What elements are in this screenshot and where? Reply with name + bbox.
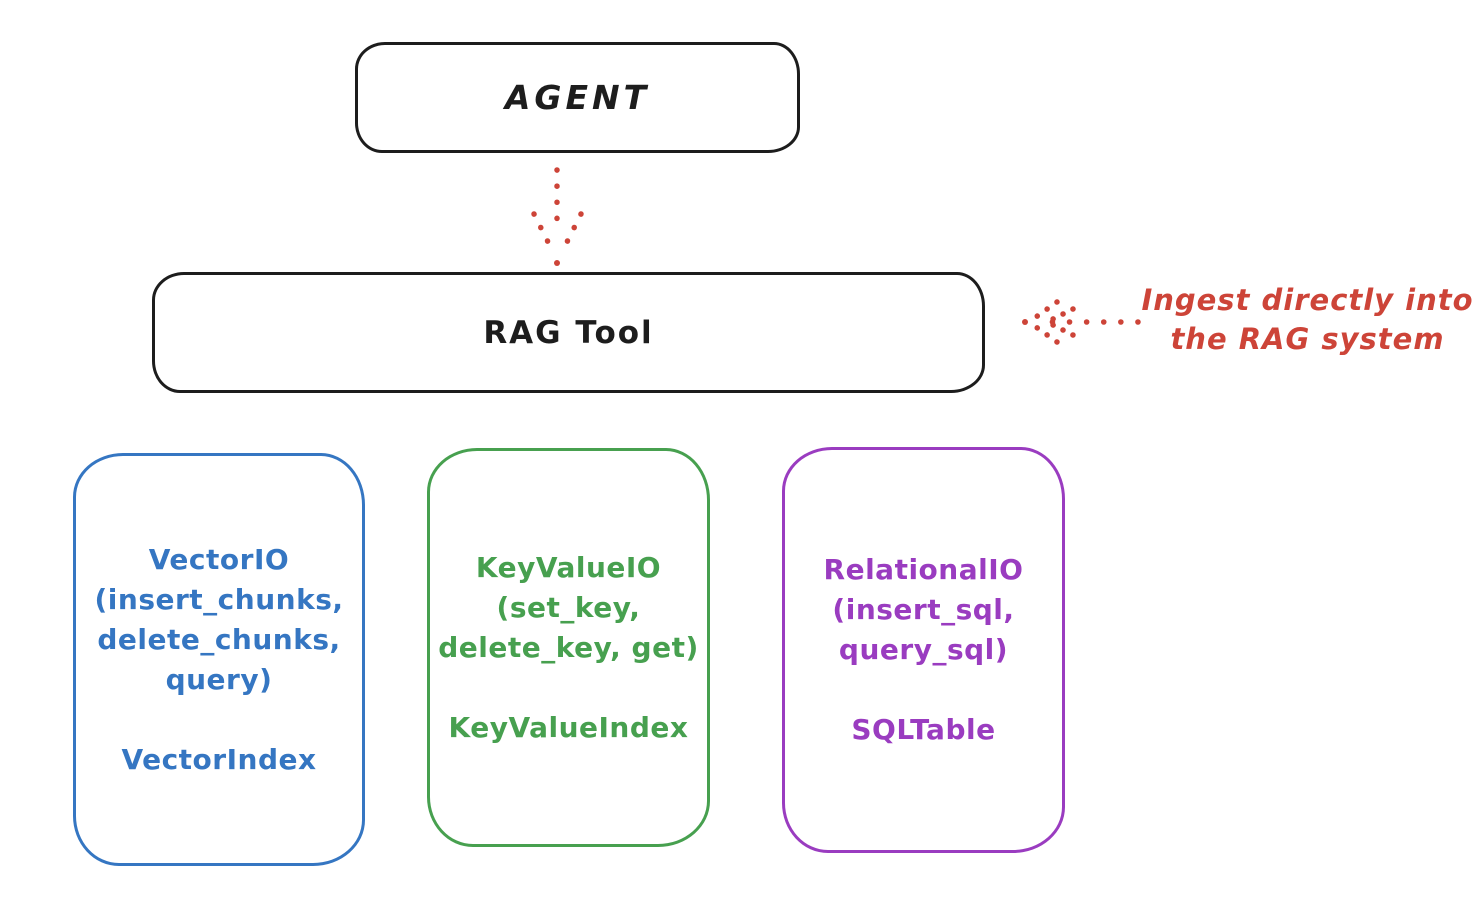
vector-io-text: VectorIO (insert_chunks, delete_chunks, … (95, 540, 344, 780)
ingest-annotation-line2: the RAG system (1170, 322, 1445, 356)
keyvalue-io-title-line: delete_key, get) (438, 630, 699, 664)
keyvalue-index-label: KeyValueIndex (448, 710, 689, 744)
relational-io-title-line: (insert_sql, (832, 593, 1015, 626)
vector-io-title-line: (insert_chunks, (94, 582, 344, 616)
keyvalue-io-box: KeyValueIO (set_key, delete_key, get) Ke… (427, 448, 710, 847)
relational-io-box: RelationalIO (insert_sql, query_sql) SQL… (782, 447, 1065, 853)
ingest-annotation-line1: Ingest directly into (1141, 283, 1474, 317)
agent-label: AGENT (504, 78, 651, 117)
keyvalue-io-text: KeyValueIO (set_key, delete_key, get) Ke… (438, 548, 699, 748)
down-arrow-icon (531, 167, 584, 266)
vector-io-title-line: delete_chunks, (97, 622, 341, 656)
vector-io-box: VectorIO (insert_chunks, delete_chunks, … (73, 453, 365, 866)
left-arrow-icon (1022, 299, 1141, 345)
rag-tool-node: RAG Tool (152, 272, 985, 393)
keyvalue-io-title-line: (set_key, (496, 590, 641, 624)
vector-io-title-line: query) (165, 662, 273, 696)
vector-index-label: VectorIndex (121, 742, 317, 776)
agent-node: AGENT (355, 42, 800, 153)
relational-io-title-line: query_sql) (838, 633, 1009, 666)
relational-io-title-line: RelationalIO (823, 553, 1024, 586)
ingest-annotation: Ingest directly into the RAG system (1125, 281, 1484, 359)
rag-tool-label: RAG Tool (483, 314, 654, 351)
sql-table-label: SQLTable (851, 713, 996, 746)
vector-io-title-line: VectorIO (148, 542, 290, 576)
keyvalue-io-title-line: KeyValueIO (475, 550, 662, 584)
relational-io-text: RelationalIO (insert_sql, query_sql) SQL… (824, 550, 1024, 750)
